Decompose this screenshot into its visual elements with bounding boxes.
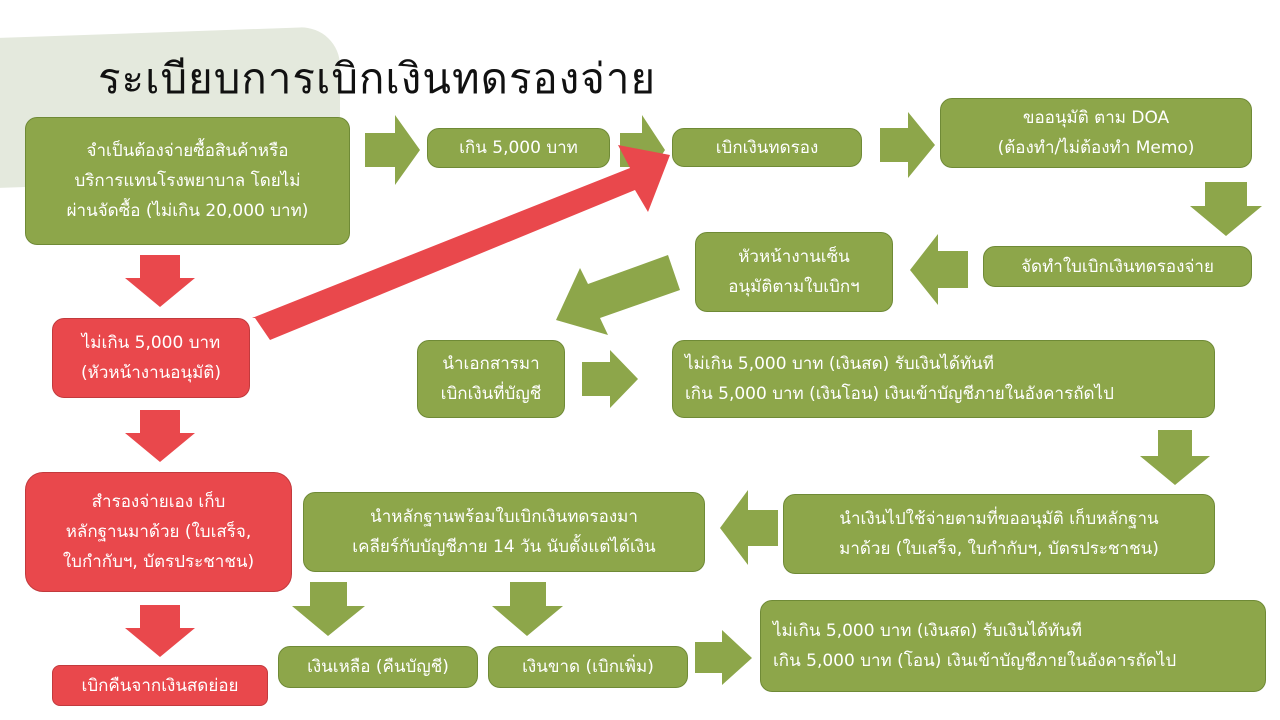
box-text: ใบกำกับฯ, บัตรประชาชน) bbox=[62, 552, 255, 572]
arrow-down-red-icon bbox=[125, 605, 195, 657]
box-text: เบิกเงินทดรอง bbox=[715, 137, 819, 158]
box-self-pay: สำรองจ่ายเอง เก็บ หลักฐานมาด้วย (ใบเสร็จ… bbox=[25, 472, 292, 592]
box-prepare-form: จัดทำใบเบิกเงินทดรองจ่าย bbox=[983, 246, 1252, 287]
box-text: สำรองจ่ายเอง เก็บ bbox=[91, 492, 226, 512]
box-text: จำเป็นต้องจ่ายซื้อสินค้าหรือ bbox=[86, 141, 289, 161]
arrow-down-red-icon bbox=[125, 410, 195, 462]
box-text: บริการแทนโรงพยาบาล โดยไม่ bbox=[74, 171, 301, 191]
arrow-right-icon bbox=[880, 112, 935, 178]
box-head-sign: หัวหน้างานเซ็น อนุมัติตามใบเบิกฯ bbox=[695, 232, 893, 312]
arrow-left-icon bbox=[720, 490, 778, 565]
box-text: หัวหน้างานเซ็น bbox=[738, 247, 850, 267]
box-text: ไม่เกิน 5,000 บาท bbox=[81, 333, 221, 353]
box-text: ผ่านจัดซื้อ (ไม่เกิน 20,000 บาท) bbox=[66, 201, 309, 221]
box-text: เกิน 5,000 บาท (โอน) เงินเข้าบัญชีภายในอ… bbox=[773, 651, 1177, 671]
box-over-5000: เกิน 5,000 บาท bbox=[427, 128, 610, 168]
box-doa: ขออนุมัติ ตาม DOA (ต้องทำ/ไม่ต้องทำ Memo… bbox=[940, 98, 1252, 168]
box-text: เบิกเงินที่บัญชี bbox=[440, 384, 542, 404]
box-shortfall: เงินขาด (เบิกเพิ่ม) bbox=[488, 646, 688, 688]
arrow-down-icon bbox=[492, 582, 563, 636]
box-text: ขออนุมัติ ตาม DOA bbox=[1022, 108, 1170, 128]
box-text: เงินขาด (เบิกเพิ่ม) bbox=[522, 657, 654, 677]
arrow-right-icon bbox=[582, 350, 638, 408]
box-text: เคลียร์กับบัญชีภาย 14 วัน นับตั้งแต่ได้เ… bbox=[352, 537, 656, 557]
box-petty-cash: เบิกคืนจากเงินสดย่อย bbox=[52, 665, 268, 706]
box-text: นำเอกสารมา bbox=[442, 354, 540, 374]
arrow-left-icon bbox=[910, 234, 968, 305]
page-title: ระเบียบการเบิกเงินทดรองจ่าย bbox=[98, 54, 657, 103]
box-additional: ไม่เกิน 5,000 บาท (เงินสด) รับเงินได้ทัน… bbox=[760, 600, 1266, 692]
arrow-right-icon bbox=[695, 630, 752, 685]
box-text: (หัวหน้างานอนุมัติ) bbox=[81, 363, 221, 383]
box-text: เกิน 5,000 บาท bbox=[459, 138, 578, 158]
box-receive-money: ไม่เกิน 5,000 บาท (เงินสด) รับเงินได้ทัน… bbox=[672, 340, 1215, 418]
box-use-money: นำเงินไปใช้จ่ายตามที่ขออนุมัติ เก็บหลักฐ… bbox=[783, 494, 1215, 574]
box-bring-docs: นำเอกสารมา เบิกเงินที่บัญชี bbox=[417, 340, 565, 418]
box-text: นำหลักฐานพร้อมใบเบิกเงินทดรองมา bbox=[370, 507, 638, 527]
box-text: เกิน 5,000 บาท (เงินโอน) เงินเข้าบัญชีภา… bbox=[685, 384, 1114, 404]
box-surplus: เงินเหลือ (คืนบัญชี) bbox=[278, 646, 478, 688]
box-text: หลักฐานมาด้วย (ใบเสร็จ, bbox=[65, 522, 252, 542]
arrow-down-red-icon bbox=[125, 255, 195, 307]
box-clear-account: นำหลักฐานพร้อมใบเบิกเงินทดรองมา เคลียร์ก… bbox=[303, 492, 705, 572]
box-text: เงินเหลือ (คืนบัญชี) bbox=[307, 657, 449, 677]
arrow-diagonal-red-icon bbox=[252, 145, 670, 340]
box-text: (ต้องทำ/ไม่ต้องทำ Memo) bbox=[997, 138, 1195, 158]
box-text: นำเงินไปใช้จ่ายตามที่ขออนุมัติ เก็บหลักฐ… bbox=[839, 509, 1159, 529]
arrow-down-icon bbox=[1140, 430, 1210, 485]
arrow-right-icon bbox=[365, 115, 420, 185]
box-not-over-5000: ไม่เกิน 5,000 บาท (หัวหน้างานอนุมัติ) bbox=[52, 318, 250, 398]
box-start: จำเป็นต้องจ่ายซื้อสินค้าหรือ บริการแทนโร… bbox=[25, 117, 350, 245]
box-text: จัดทำใบเบิกเงินทดรองจ่าย bbox=[1021, 256, 1214, 277]
box-text: ไม่เกิน 5,000 บาท (เงินสด) รับเงินได้ทัน… bbox=[773, 621, 1082, 641]
arrow-down-icon bbox=[292, 582, 365, 636]
box-text: ไม่เกิน 5,000 บาท (เงินสด) รับเงินได้ทัน… bbox=[685, 354, 994, 374]
arrow-diagonal-icon bbox=[556, 255, 680, 335]
box-text: เบิกคืนจากเงินสดย่อย bbox=[81, 675, 239, 696]
arrow-down-icon bbox=[1190, 182, 1262, 236]
box-text: อนุมัติตามใบเบิกฯ bbox=[728, 277, 860, 297]
box-advance: เบิกเงินทดรอง bbox=[672, 128, 862, 167]
box-text: มาด้วย (ใบเสร็จ, ใบกำกับฯ, บัตรประชาชน) bbox=[839, 539, 1159, 559]
